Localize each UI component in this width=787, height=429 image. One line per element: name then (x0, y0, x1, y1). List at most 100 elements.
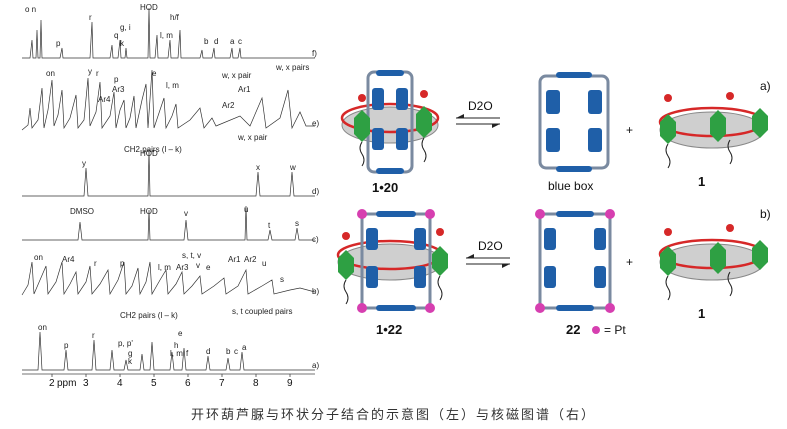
peak-label-q: q (114, 31, 118, 40)
peak-label-e-a: e (178, 329, 183, 338)
peak-label-y-d: y (82, 159, 86, 168)
host-1-b: 1 (658, 224, 768, 321)
nmr-spectra: o n r HOD h/f g, i q k l, m p d b a c f)… (21, 3, 319, 389)
host-label-a: 1 (698, 174, 705, 189)
peak-label-a: a (230, 37, 235, 46)
trace-label-f: f) (312, 49, 317, 58)
tick-7: 7 (219, 378, 225, 389)
peak-label-h-a: h (174, 341, 178, 350)
trace-e: on y r e p Ar4 Ar3 Ar2 Ar1 l, m w, x pai… (21, 63, 319, 154)
tick-4: 4 (117, 378, 123, 389)
tick-2: 2 (49, 378, 55, 389)
host-1-a: 1 (658, 92, 768, 189)
peak-label-e-b: e (206, 263, 211, 272)
guest-label-a: blue box (548, 179, 593, 193)
peak-label-p-e: p (114, 75, 119, 84)
peak-label-f-a: f (186, 349, 189, 358)
peak-label-ar2-b: Ar2 (244, 255, 257, 264)
peak-label-x-d: x (256, 163, 260, 172)
peak-label-b: b (204, 37, 209, 46)
peak-label-u-b: u (262, 259, 266, 268)
peak-label-c-a: c (234, 347, 238, 356)
tick-9: 9 (287, 378, 293, 389)
equilibrium-arrows-b: D2O (466, 239, 510, 268)
peak-label-on-b: on (34, 253, 43, 262)
peak-label-r-b: r (94, 259, 97, 268)
axis-unit: ppm (57, 378, 76, 389)
peak-label-wx-pair-1: w, x pair (221, 71, 252, 80)
peak-label-p-a: p (64, 341, 69, 350)
figure-caption: 开环葫芦脲与环状分子结合的示意图（左）与核磁图谱（右） (190, 408, 596, 423)
peak-label-lm: l, m (160, 31, 173, 40)
peak-label-r-a: r (92, 331, 95, 340)
peak-label-d: d (214, 37, 218, 46)
trace-d: y HOD x w d) (22, 149, 319, 197)
peak-label-ch2-pairs-b: CH2 pairs (l – k) (120, 311, 178, 320)
trace-f: o n r HOD h/f g, i q k l, m p d b a c f) (22, 3, 317, 59)
peak-label-ar4-b: Ar4 (62, 255, 75, 264)
peak-label-ch2-pairs-e: CH2 pairs (l – k) (124, 145, 182, 154)
peak-label-cb-a: b (226, 347, 231, 356)
trace-label-e: e) (312, 119, 319, 128)
peak-label-lm-e: l, m (166, 81, 179, 90)
pt-legend: = Pt (604, 323, 626, 337)
pt-legend-icon (592, 326, 600, 334)
peak-label-hod-c: HOD (140, 207, 158, 216)
tick-5: 5 (151, 378, 157, 389)
peak-label-p-b: p (120, 259, 125, 268)
peak-label-s-c: s (295, 219, 299, 228)
trace-label-a: a) (312, 361, 319, 370)
peak-label-e-e: e (152, 69, 157, 78)
trace-b: on Ar4 r p l, m Ar3 v e s, t, v Ar1 Ar2 … (21, 251, 319, 320)
peak-label-hod: HOD (140, 3, 158, 12)
complex-1-22: 1•22 (336, 209, 448, 337)
peak-label-wx-pairs: w, x pairs (275, 63, 309, 72)
complex-label-b: 1•22 (376, 322, 402, 337)
complex-label-a: 1•20 (372, 180, 398, 195)
trace-a: on p r p, p' g k e h l, m f d b c a a) (22, 323, 319, 371)
peak-label-wx-pair-2: w, x pair (237, 133, 268, 142)
peak-label-stv-b: s, t, v (182, 251, 201, 260)
peak-label-ar3-e: Ar3 (112, 85, 125, 94)
peak-label-ar2-e: Ar2 (222, 101, 235, 110)
peak-label-v-b: v (196, 261, 200, 270)
peak-label-y-e: y (88, 67, 92, 76)
peak-label-dmso: DMSO (70, 207, 94, 216)
peak-label-ar1-e: Ar1 (238, 85, 251, 94)
scheme-label-a: a) (760, 79, 771, 93)
peak-label-u-c: u (244, 205, 248, 214)
peak-label-st-coupled: s, t coupled pairs (232, 307, 292, 316)
scheme-a: 1•20 D2O blue box + (340, 70, 771, 195)
peak-label-g-a: g (128, 349, 132, 358)
complex-1-20: 1•20 (340, 70, 440, 195)
peak-label-ar1-b: Ar1 (228, 255, 241, 264)
peak-label-on-a: on (38, 323, 47, 332)
tick-6: 6 (185, 378, 191, 389)
trace-label-d: d) (312, 187, 319, 196)
scheme-label-b: b) (760, 207, 771, 221)
peak-label-d-a: d (206, 347, 210, 356)
equilibrium-arrows-a: D2O (456, 99, 500, 128)
peak-label-r-e: r (96, 69, 99, 78)
reagent-b: D2O (478, 239, 503, 253)
blue-box-guest: blue box (538, 72, 610, 193)
plus-b: + (626, 255, 633, 269)
peak-label-v-c: v (184, 209, 188, 218)
peak-label-hod-d: HOD (140, 149, 158, 158)
peak-label-c: c (238, 37, 242, 46)
guest-label-b: 22 (566, 322, 580, 337)
guest-22: 22 = Pt (535, 209, 626, 337)
peak-label-gi: g, i (120, 23, 131, 32)
peak-label-ar4-e: Ar4 (98, 95, 111, 104)
peak-label-ar3-b: Ar3 (176, 263, 189, 272)
host-label-b: 1 (698, 306, 705, 321)
peak-label-w-d: w (289, 163, 296, 172)
peak-label-lm-a: l, m (170, 349, 183, 358)
peak-label-a-a: a (242, 343, 247, 352)
tick-3: 3 (83, 378, 89, 389)
peak-label-pp-a: p, p' (118, 339, 133, 348)
peak-label-k-a: k (128, 357, 133, 366)
peak-label-t-c: t (268, 221, 271, 230)
ppm-axis: 2 ppm 3 4 5 6 7 8 9 (22, 373, 315, 389)
